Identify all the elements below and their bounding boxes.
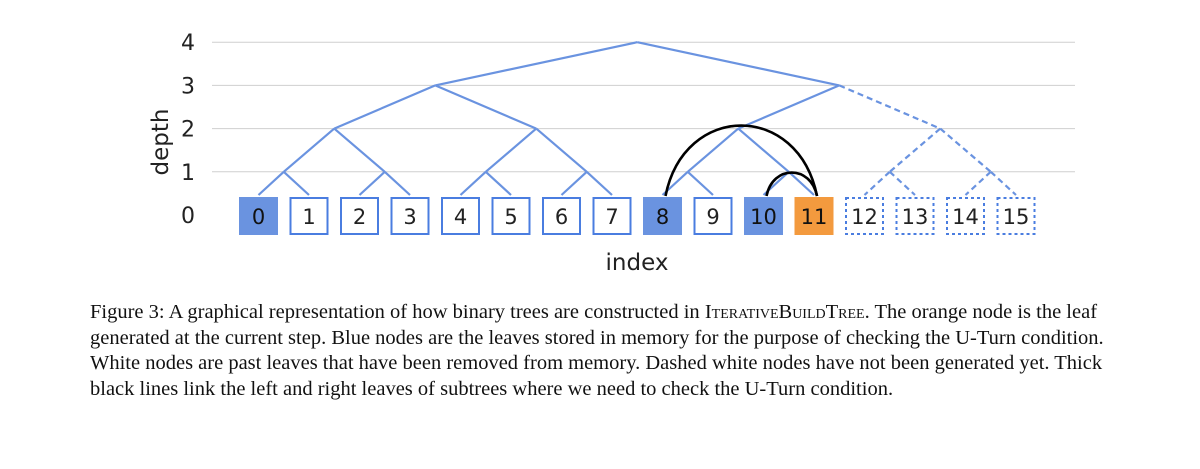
leaf-box	[895, 197, 935, 235]
tree-edge	[358, 170, 386, 196]
leaf-label: 13	[902, 205, 929, 229]
leaf-label: 8	[656, 205, 669, 229]
tree-edge	[637, 41, 840, 87]
tree-edge	[485, 170, 512, 196]
tree-edge	[737, 84, 840, 130]
leaf-label: 6	[555, 205, 568, 229]
leaf-node: 15	[996, 197, 1036, 235]
leaf-label: 1	[302, 205, 315, 229]
tree-edge-dashed	[863, 170, 891, 196]
leaf-node: 7	[592, 197, 632, 235]
tree-edge	[687, 127, 739, 173]
tree-edge	[788, 170, 815, 196]
tree-edge	[283, 170, 310, 196]
leaf-node: 9	[693, 197, 733, 235]
leaf-box	[491, 197, 531, 235]
x-axis-label: index	[606, 250, 669, 276]
leaf-node: 11	[794, 197, 834, 235]
y-tick-label: 0	[181, 204, 195, 229]
leaf-box	[693, 197, 733, 235]
leaf-label: 7	[605, 205, 618, 229]
leaf-box	[744, 197, 783, 235]
caption-body: . The orange node is the leaf generated …	[90, 301, 1104, 400]
tree-edge-dashed	[889, 127, 941, 173]
leaf-node: 4	[441, 197, 480, 235]
leaf-label: 4	[454, 205, 467, 229]
leaf-node: 2	[340, 197, 379, 235]
leaf-label: 10	[750, 205, 777, 229]
leaf-label: 15	[1003, 205, 1030, 229]
leaf-box	[340, 197, 379, 235]
leaf-node: 5	[491, 197, 531, 235]
tree-edge-dashed	[964, 170, 992, 196]
tree-edge	[485, 127, 537, 173]
leaf-node: 1	[289, 197, 329, 235]
tree-edge	[333, 127, 386, 173]
leaf-node: 0	[239, 197, 278, 235]
leaf-label: 9	[706, 205, 719, 229]
tree-edge	[687, 170, 714, 196]
leaf-node: 8	[643, 197, 682, 235]
grid-lines	[212, 41, 1075, 173]
leaf-node: 6	[542, 197, 581, 235]
tree-edge	[737, 127, 790, 173]
leaf-box	[289, 197, 329, 235]
tree-edge-dashed	[939, 127, 992, 173]
leaf-node: 14	[946, 197, 985, 235]
leaf-box	[542, 197, 581, 235]
leaf-box	[239, 197, 278, 235]
leaf-label: 2	[353, 205, 366, 229]
tree-edge	[435, 41, 638, 87]
y-tick-label: 4	[181, 31, 195, 56]
uturn-arc	[664, 124, 819, 197]
tree-edge-dashed	[838, 84, 941, 130]
uturn-arcs	[664, 124, 819, 197]
leaf-box	[996, 197, 1036, 235]
uturn-arc	[765, 171, 819, 197]
y-tick-label: 2	[181, 118, 195, 143]
leaf-box	[390, 197, 430, 235]
y-tick-labels: 0 1 2 3 4	[181, 31, 195, 229]
leaf-label: 0	[252, 205, 265, 229]
y-axis-label: depth	[148, 109, 174, 176]
caption-prefix: Figure 3: A graphical representation of …	[90, 301, 705, 323]
leaf-node: 13	[895, 197, 935, 235]
leaf-label: 5	[504, 205, 517, 229]
figure-caption: Figure 3: A graphical representation of …	[90, 300, 1150, 402]
tree-edge	[586, 170, 613, 196]
tree-edge	[535, 127, 588, 173]
tree-edges	[257, 41, 1017, 196]
tree-edge	[459, 170, 487, 196]
tree-edge	[384, 170, 411, 196]
tree-edge	[560, 170, 588, 196]
leaf-box	[845, 197, 884, 235]
tree-edge	[333, 84, 436, 130]
caption-algorithm-name: IterativeBuildTree	[704, 301, 865, 323]
leaf-label: 12	[851, 205, 878, 229]
leaf-node: 10	[744, 197, 783, 235]
leaf-box	[946, 197, 985, 235]
tree-edge	[257, 170, 285, 196]
leaf-box	[441, 197, 480, 235]
leaf-box	[643, 197, 682, 235]
tree-edge-dashed	[990, 170, 1017, 196]
y-tick-label: 3	[181, 74, 195, 99]
tree-edge	[283, 127, 335, 173]
y-tick-label: 1	[181, 161, 195, 186]
tree-edge-dashed	[889, 170, 916, 196]
leaf-box	[794, 197, 834, 235]
leaf-label: 3	[403, 205, 416, 229]
leaf-label: 11	[801, 205, 828, 229]
leaf-box	[592, 197, 632, 235]
leaf-label: 14	[952, 205, 979, 229]
leaf-node: 12	[845, 197, 884, 235]
tree-edge	[434, 84, 537, 130]
leaf-node: 3	[390, 197, 430, 235]
